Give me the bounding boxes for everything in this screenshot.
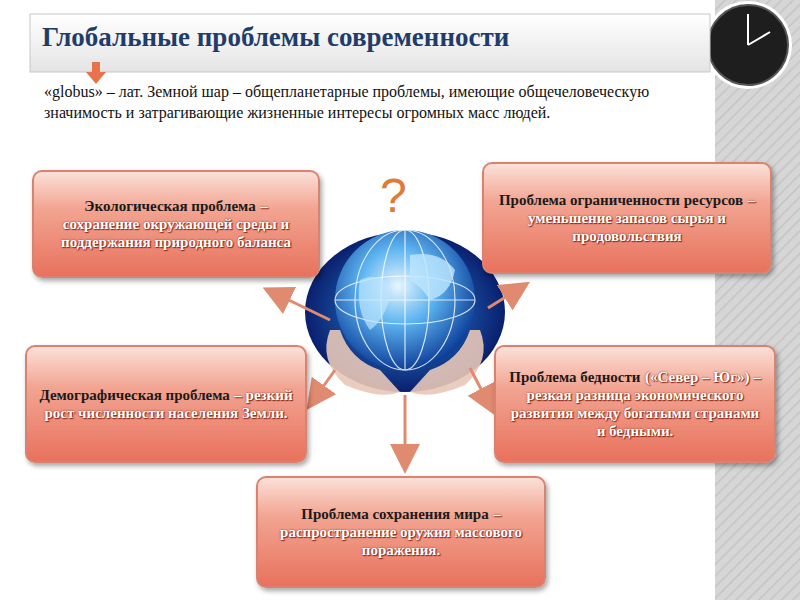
box-content: Проблема сохранения мира– распространени… [270,505,532,559]
definition-text: «globus» – лат. Земной шар – общепланета… [44,82,716,124]
problem-heading: Демографическая проблема [39,387,229,403]
continent [359,277,392,330]
problem-box: Экологическая проблема– сохранение окруж… [32,170,320,278]
problem-box: Демографическая проблема– резкий рост чи… [25,345,307,463]
slide-title: Глобальные проблемы современности [42,22,682,53]
question-mark: ? [380,168,407,223]
problem-heading: Экологическая проблема [84,198,255,214]
globe [335,230,475,370]
problem-box: Проблема сохранения мира– распространени… [256,476,546,588]
problem-box: Проблема ограниченности ресурсов– уменьш… [482,162,772,274]
pointer-arrow [86,62,106,84]
problem-box: Проблема бедности(«Север – Юг») – резкая… [494,345,776,463]
title-bar [30,14,710,72]
clock-rim [704,1,792,89]
problem-heading: Проблема бедности [509,369,640,385]
clock-hand [747,14,749,45]
problem-heading: Проблема ограниченности ресурсов [499,192,743,208]
box-content: Проблема ограниченности ресурсов– уменьш… [496,191,758,245]
box-content: Экологическая проблема– сохранение окруж… [46,197,306,251]
clock-face [708,5,788,85]
problem-heading: Проблема сохранения мира [301,506,488,522]
box-content: Проблема бедности(«Север – Юг») – резкая… [508,368,762,440]
clock-hand [748,32,770,45]
globe-grid [335,230,475,370]
continent [410,254,455,300]
box-content: Демографическая проблема– резкий рост чи… [39,386,293,422]
side-strip [715,0,800,600]
